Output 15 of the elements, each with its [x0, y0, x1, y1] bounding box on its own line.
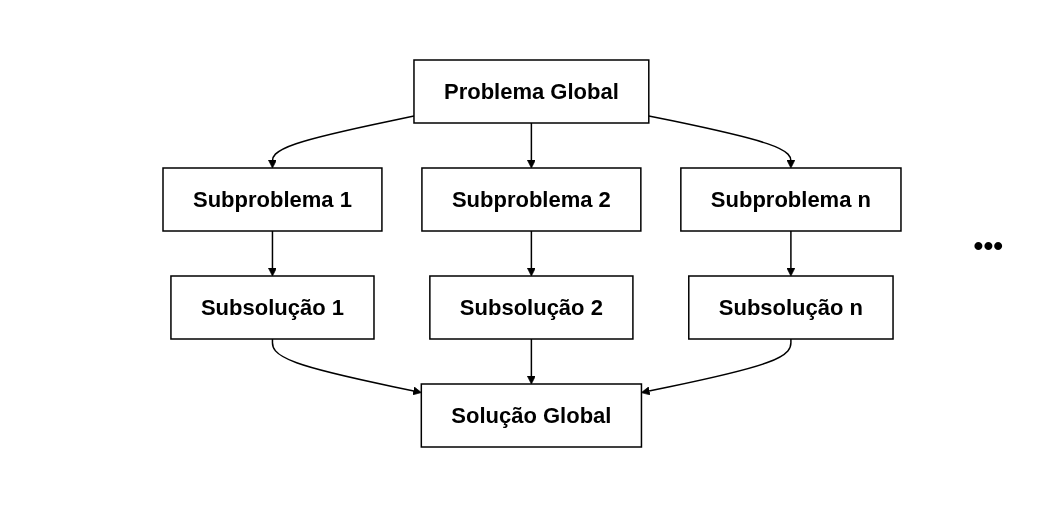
- node-box: Subproblema n: [679, 167, 902, 232]
- ellipsis-text: •••: [973, 230, 1003, 262]
- node-box: Solução Global: [420, 383, 642, 448]
- node-box: Subsolução n: [687, 275, 894, 340]
- arrow: [786, 230, 795, 277]
- node-box: Subsolução 2: [428, 275, 634, 340]
- arrow: [526, 122, 536, 169]
- node-box: Subproblema 1: [161, 167, 383, 232]
- arrow: [526, 338, 536, 385]
- node-box: Problema Global: [412, 59, 650, 124]
- arrow: [526, 230, 536, 277]
- arrow: [267, 230, 277, 277]
- arrow: [640, 338, 792, 396]
- node-box: Subproblema 2: [420, 167, 642, 232]
- node-box: Subsolução 1: [169, 275, 375, 340]
